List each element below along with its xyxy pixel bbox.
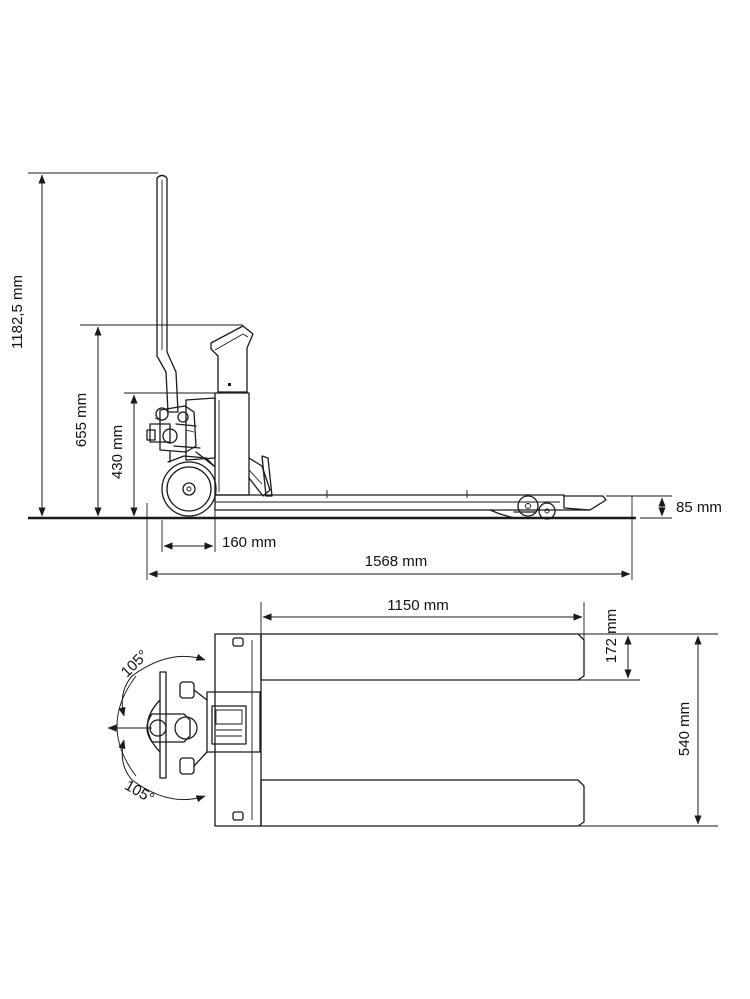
dim-handle-height: 655 mm [73,393,90,447]
frame-plate [215,393,249,495]
indicator-display-top [212,706,246,744]
dim-fork-height: 85 mm [676,499,722,516]
fork-top-upper [261,634,584,680]
body-plate-top [207,634,261,826]
fork-side [215,490,606,510]
dim-steer-angle-top: 105° [118,647,152,681]
dim-body-height: 430 mm [109,425,126,479]
handle-shaft [157,176,178,413]
dim-overall-width: 540 mm [676,702,693,756]
dim-steer-angle-bottom: 105° [122,777,157,807]
load-rollers [490,496,555,519]
side-view: 1182,5 mm 655 mm 430 mm 160 mm 1568 mm 8… [9,173,722,580]
pump-mechanism [147,406,214,466]
dim-total-length: 1568 mm [365,553,428,570]
dim-fork-length: 1150 mm [387,597,448,614]
indicator-head [211,326,253,392]
fork-top-lower [261,780,584,826]
dim-wheel-offset: 160 mm [222,534,276,551]
steer-wheel [162,456,216,516]
top-view: 105° 105° 1150 mm 172 mm 540 mm [107,597,718,826]
dim-fork-width: 172 mm [603,609,620,663]
dim-total-height: 1182,5 mm [9,275,26,349]
